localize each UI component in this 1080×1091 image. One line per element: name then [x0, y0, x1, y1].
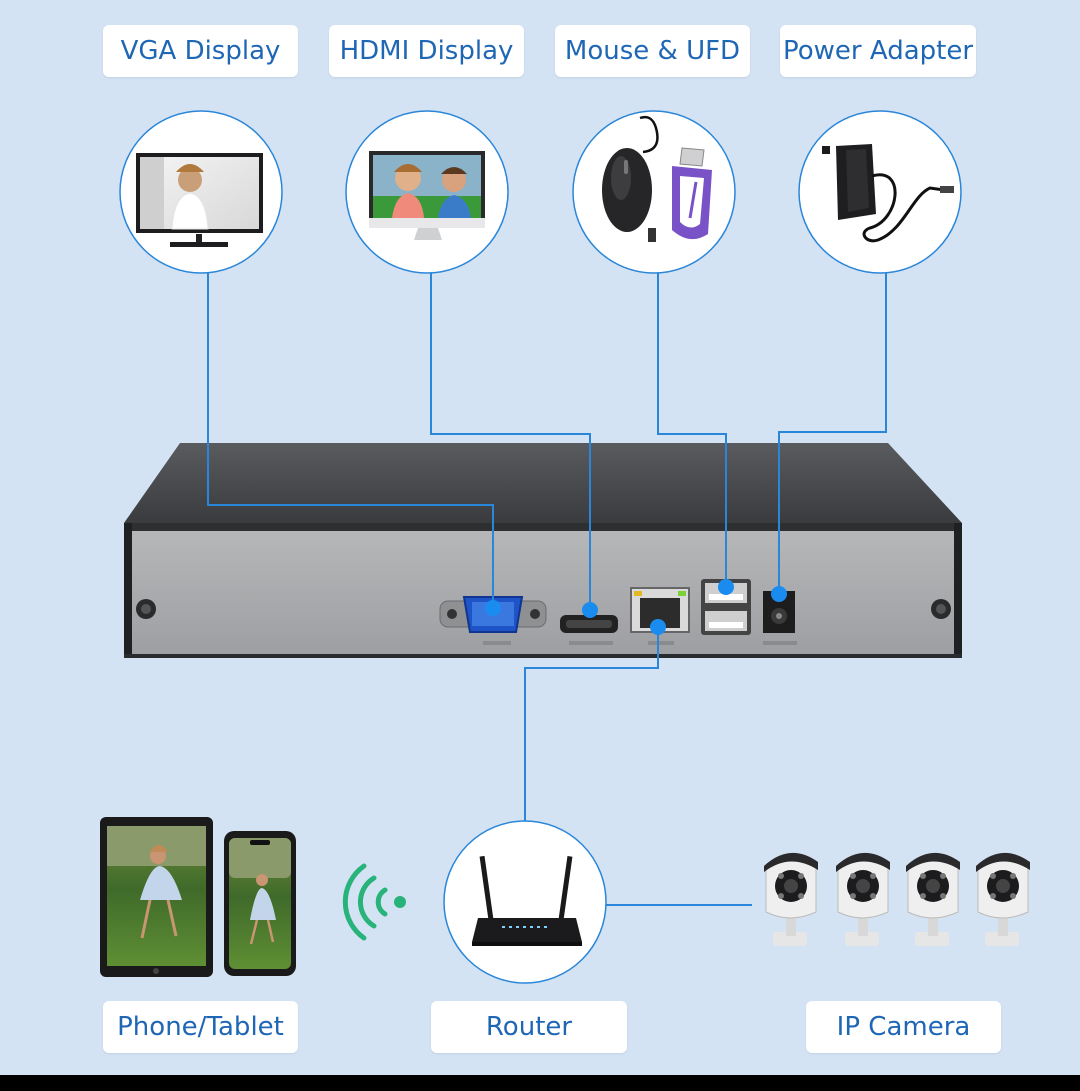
hdmi-display-label: HDMI Display: [329, 25, 524, 77]
power-adapter-label: Power Adapter: [780, 25, 976, 77]
ip-camera-icon: [836, 852, 890, 946]
wifi-dot: [394, 896, 406, 908]
router-icon: [472, 855, 582, 946]
tablet-icon: [100, 817, 213, 977]
phone-tablet-label: Phone/Tablet: [103, 1001, 298, 1053]
nvr-device: [124, 443, 962, 658]
mouse-ufd-label: Mouse & UFD: [555, 25, 750, 77]
router-label: Router: [431, 1001, 627, 1053]
hdmi-display-circle: [345, 110, 509, 274]
ip-camera-label: IP Camera: [806, 1001, 1001, 1053]
power-adapter-icon: [822, 144, 954, 243]
hdmi-port: [560, 615, 618, 633]
ip-camera-icon: [976, 852, 1030, 946]
ip-camera-icon: [764, 852, 818, 946]
wifi-signal-icon: [342, 863, 388, 941]
ip-camera-group: [764, 852, 1030, 946]
bottom-black-bar: [0, 1075, 1080, 1091]
connector-lines: [207, 273, 887, 906]
mouse-ufd-circle: [572, 110, 736, 274]
hdmi-monitor-icon: [369, 151, 485, 240]
usb-ports: [701, 579, 751, 635]
vga-monitor-icon: [136, 153, 263, 247]
ip-camera-icon: [906, 852, 960, 946]
connector-dots: [485, 579, 787, 635]
usb-flash-drive-icon: [648, 147, 712, 242]
phone-icon: [224, 831, 296, 976]
mouse-icon: [602, 115, 659, 232]
vga-display-label: VGA Display: [103, 25, 298, 77]
power-adapter-circle: [798, 110, 962, 274]
vga-display-circle: [119, 110, 283, 274]
router-circle: [443, 820, 607, 984]
